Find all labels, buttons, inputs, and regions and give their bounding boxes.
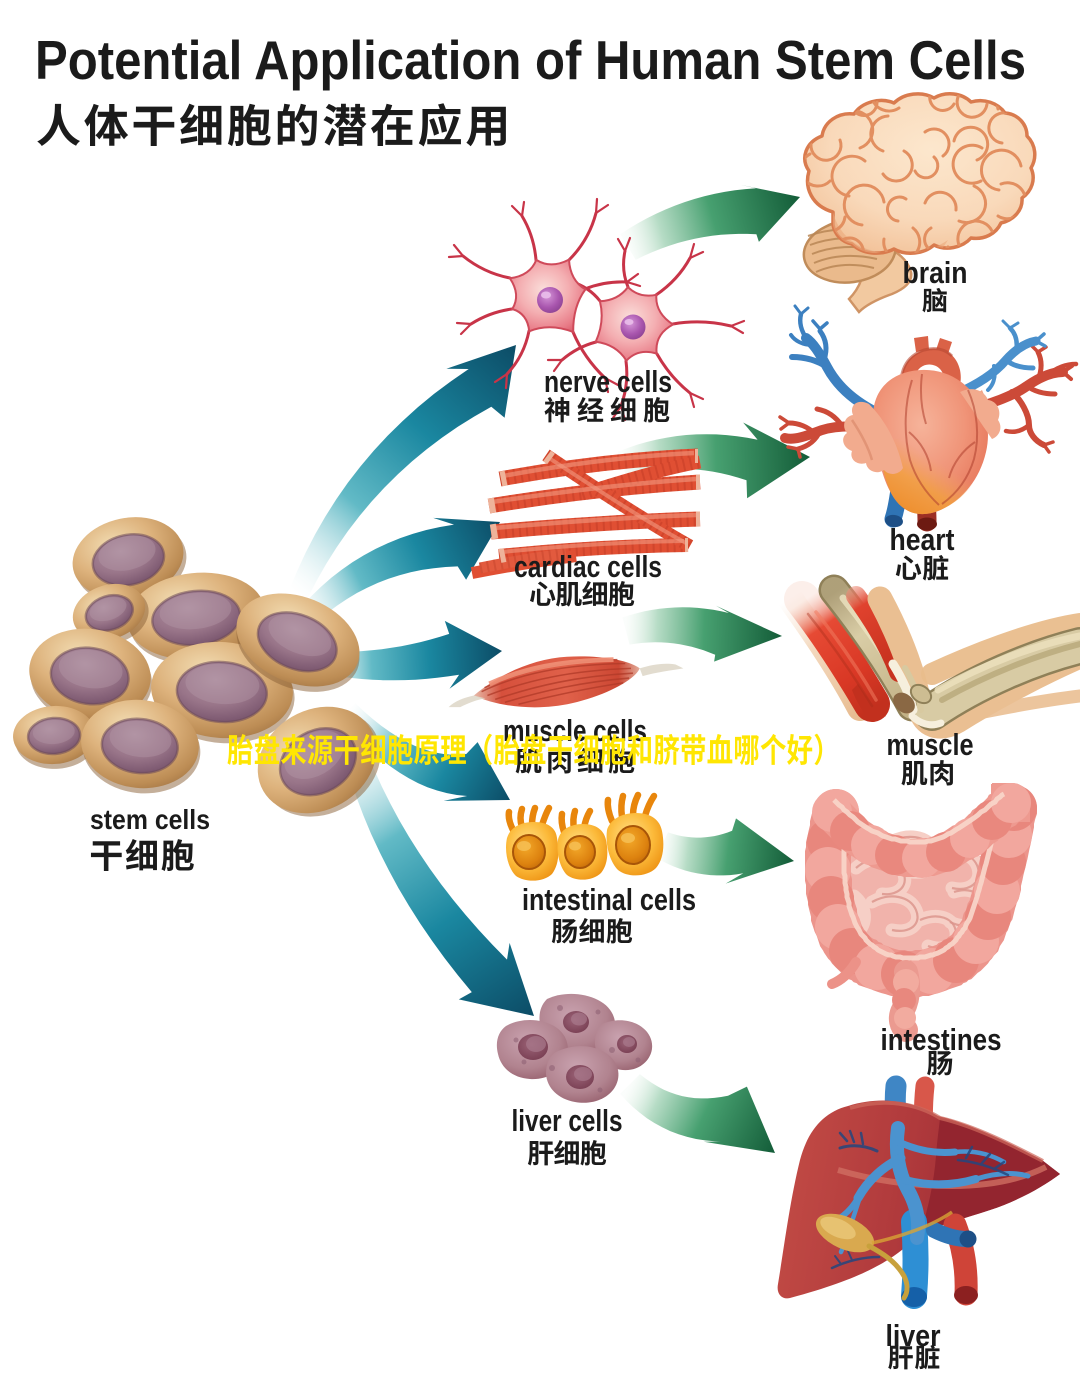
svg-text:stem cells: stem cells	[90, 804, 210, 835]
svg-text:heart: heart	[890, 522, 955, 557]
svg-text:liver cells: liver cells	[512, 1103, 623, 1138]
svg-text:Potential Application of Human: Potential Application of Human Stem Cell…	[35, 29, 1026, 91]
svg-text:cardiac cells: cardiac cells	[514, 549, 662, 584]
svg-text:muscle cells: muscle cells	[503, 713, 647, 748]
svg-text:intestines: intestines	[881, 1022, 1002, 1057]
svg-text:muscle: muscle	[887, 727, 974, 762]
svg-text:intestinal cells: intestinal cells	[522, 882, 696, 917]
svg-text:brain: brain	[903, 255, 968, 290]
svg-text:nerve cells: nerve cells	[544, 364, 672, 399]
